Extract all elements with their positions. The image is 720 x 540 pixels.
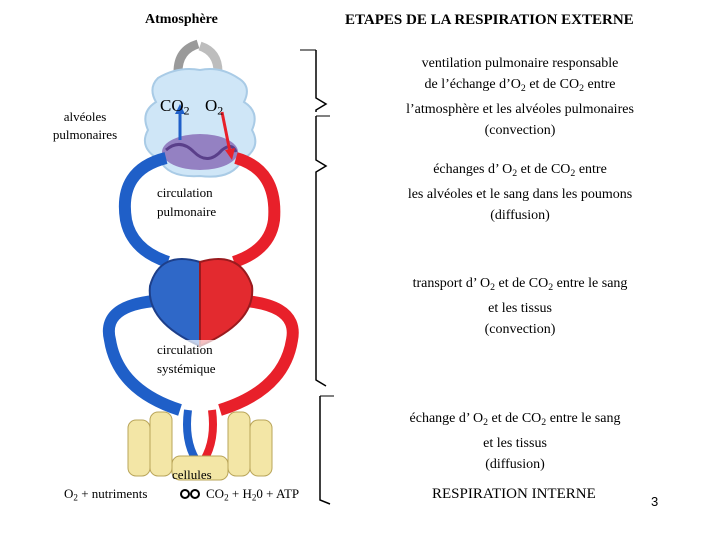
heart-left bbox=[199, 258, 254, 348]
step-tissue-exchange: échange d’ O2 et de CO2 entre le sang et… bbox=[409, 411, 621, 472]
systemic-circ-line1: circulation bbox=[157, 342, 213, 357]
step-alveolar-exchange: échanges d’ O2 et de CO2 entre les alvéo… bbox=[407, 162, 633, 223]
tissue-capillary-artery bbox=[200, 409, 217, 463]
co2-label: CO2 bbox=[160, 96, 190, 118]
cells-label: cellules bbox=[172, 467, 212, 482]
pulmonary-artery bbox=[118, 152, 171, 268]
heart-right bbox=[148, 258, 201, 348]
alveoles-label: alvéoles pulmonaires bbox=[30, 108, 140, 144]
co2-arrowhead bbox=[175, 104, 185, 114]
bracket-2 bbox=[315, 116, 328, 176]
systemic-vein bbox=[102, 294, 182, 416]
reaction-icon bbox=[180, 489, 200, 499]
pulmonary-circ-line2: pulmonaire bbox=[157, 204, 217, 219]
atmosphere-label: Atmosphère bbox=[145, 12, 218, 27]
systemic-circ-line2: systémique bbox=[157, 361, 216, 376]
capillary-mesh bbox=[165, 143, 238, 160]
internal-respiration-label: RESPIRATION INTERNE bbox=[432, 486, 596, 502]
alveoles-label-line1: alvéoles bbox=[63, 109, 107, 124]
alveolar-capillaries bbox=[162, 134, 238, 170]
step-transport: transport d’ O2 et de CO2 entre le sang … bbox=[412, 276, 628, 337]
equation-right: CO2 + H20 + ATP bbox=[206, 486, 300, 503]
air-in-arrow bbox=[173, 39, 200, 73]
steps-title: ETAPES DE LA RESPIRATION EXTERNE bbox=[345, 12, 634, 28]
pulmonary-circulation-label: circulation pulmonaire bbox=[157, 183, 217, 221]
systemic-circulation-label: circulation systémique bbox=[157, 340, 216, 378]
page-number: 3 bbox=[651, 494, 659, 509]
pulmonary-vein bbox=[231, 152, 281, 268]
step-ventilation: ventilation pulmonaire responsable de l’… bbox=[406, 56, 634, 138]
alveoles-label-line2: pulmonaires bbox=[52, 127, 118, 142]
tissue-capillary-vein bbox=[183, 409, 200, 463]
bracket-3 bbox=[315, 176, 327, 387]
o2-label: O2 bbox=[205, 96, 224, 118]
tissue-cells bbox=[127, 411, 273, 481]
bracket-4 bbox=[319, 396, 331, 505]
o2-arrow bbox=[220, 111, 232, 153]
bracket-1 bbox=[315, 50, 328, 112]
o2-arrowhead bbox=[225, 148, 235, 160]
pulmonary-circ-line1: circulation bbox=[157, 185, 213, 200]
equation-left: O2 + nutriments bbox=[64, 486, 148, 503]
systemic-artery bbox=[218, 294, 299, 416]
